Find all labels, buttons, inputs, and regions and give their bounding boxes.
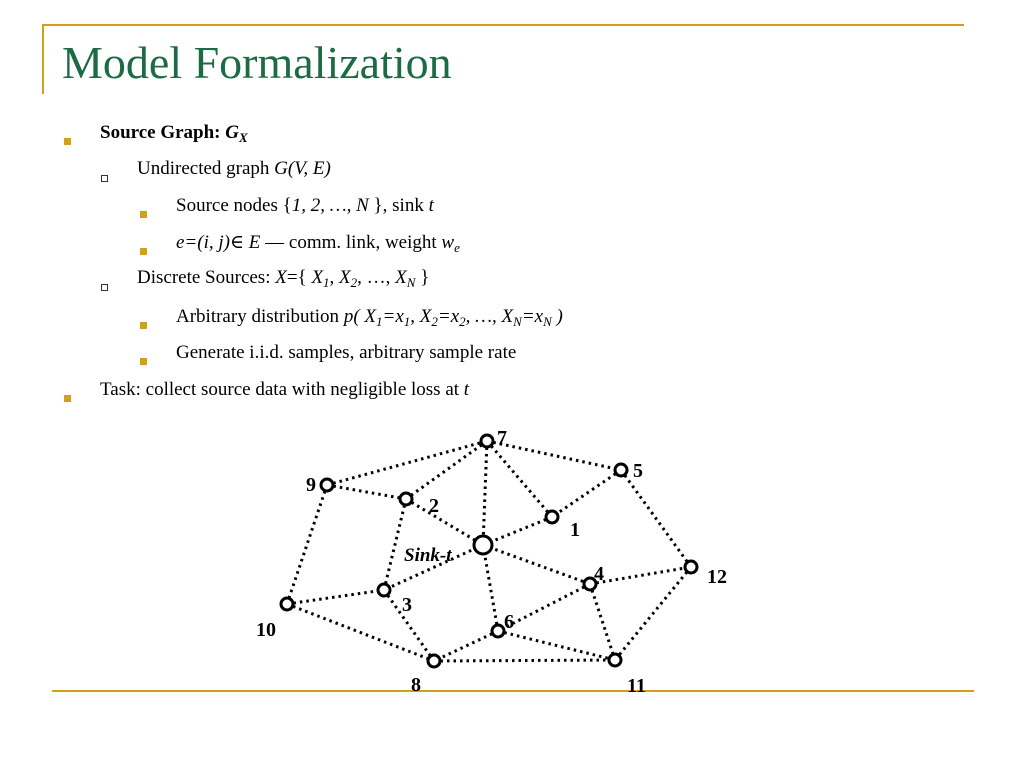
node-2 — [398, 491, 414, 507]
edge-5-1 — [551, 468, 622, 519]
node-label-11: 11 — [627, 675, 646, 697]
edge-7-1 — [485, 440, 554, 518]
edge-10-3 — [286, 588, 385, 606]
node-label-7: 7 — [497, 427, 507, 449]
graph-nodes — [279, 433, 699, 669]
edge-3-8 — [382, 589, 436, 662]
frame-top-rule — [42, 24, 964, 26]
square-bullet-icon — [140, 211, 147, 218]
bullet-undirected-graph: Undirected graph G(V, E) — [101, 157, 331, 182]
square-bullet-icon — [64, 395, 71, 402]
edge-10-8 — [286, 602, 435, 663]
edge-9-7 — [326, 439, 488, 487]
hollow-square-bullet-icon — [101, 175, 108, 182]
node-label-6: 6 — [504, 611, 514, 633]
edge-7-sink — [481, 440, 489, 546]
node-label-9: 9 — [306, 474, 316, 496]
edge-9-10 — [285, 484, 329, 605]
bullet-task: Task: collect source data with negligibl… — [64, 378, 469, 402]
bullet-source-graph: Source Graph: GX — [64, 121, 248, 145]
node-8 — [426, 653, 442, 669]
edge-12-11 — [613, 566, 693, 661]
square-bullet-icon — [140, 248, 147, 255]
node-label-3: 3 — [402, 594, 412, 616]
bullet-arbitrary-distribution: Arbitrary distribution p( X1=x1, X2=x2, … — [140, 305, 563, 329]
node-12 — [683, 559, 699, 575]
node-6 — [490, 623, 506, 639]
node-label-12: 12 — [707, 566, 727, 588]
edge-4-6 — [497, 582, 591, 633]
node-5 — [613, 462, 629, 478]
edge-sink-6 — [481, 544, 500, 632]
edge-4-12 — [589, 565, 692, 586]
edge-8-11 — [433, 658, 616, 663]
frame-bottom-rule — [52, 690, 974, 692]
bullet-discrete-sources: Discrete Sources: X={ X1, X2, …, XN } — [101, 266, 429, 291]
node-9 — [319, 477, 335, 493]
square-bullet-icon — [140, 358, 147, 365]
graph-edges — [285, 439, 693, 663]
edge-2-sink — [405, 497, 484, 547]
edge-2-3 — [382, 498, 408, 591]
hollow-square-bullet-icon — [101, 284, 108, 291]
bullet-generate-samples: Generate i.i.d. samples, arbitrary sampl… — [140, 341, 516, 365]
node-label-5: 5 — [633, 460, 643, 482]
edge-6-8 — [433, 629, 499, 663]
node-label-1: 1 — [570, 519, 580, 541]
node-4 — [582, 576, 598, 592]
bullet-source-nodes: Source nodes {1, 2, …, N }, sink t — [140, 194, 434, 218]
node-label-sink: Sink-t — [404, 545, 452, 566]
node-label-10: 10 — [256, 619, 276, 641]
node-1 — [544, 509, 560, 525]
bullet-edge-definition: e=(i, j)∈ E — comm. link, weight we — [140, 231, 460, 255]
node-label-2: 2 — [429, 495, 439, 517]
edge-7-5 — [486, 439, 622, 472]
frame-left-rule — [42, 24, 44, 94]
node-sink — [472, 534, 494, 556]
edge-6-11 — [497, 629, 616, 662]
edge-7-2 — [405, 439, 488, 501]
square-bullet-icon — [140, 322, 147, 329]
edge-sink-3 — [383, 543, 484, 592]
node-7 — [479, 433, 495, 449]
edge-4-11 — [588, 583, 617, 661]
edge-5-12 — [619, 469, 693, 568]
edge-sink-4 — [482, 543, 591, 586]
node-label-4: 4 — [594, 563, 604, 585]
slide-title: Model Formalization — [62, 37, 452, 88]
edge-9-2 — [326, 483, 407, 501]
node-label-8: 8 — [411, 674, 421, 696]
node-3 — [376, 582, 392, 598]
node-10 — [279, 596, 295, 612]
square-bullet-icon — [64, 138, 71, 145]
node-11 — [607, 652, 623, 668]
edge-1-sink — [482, 515, 553, 547]
